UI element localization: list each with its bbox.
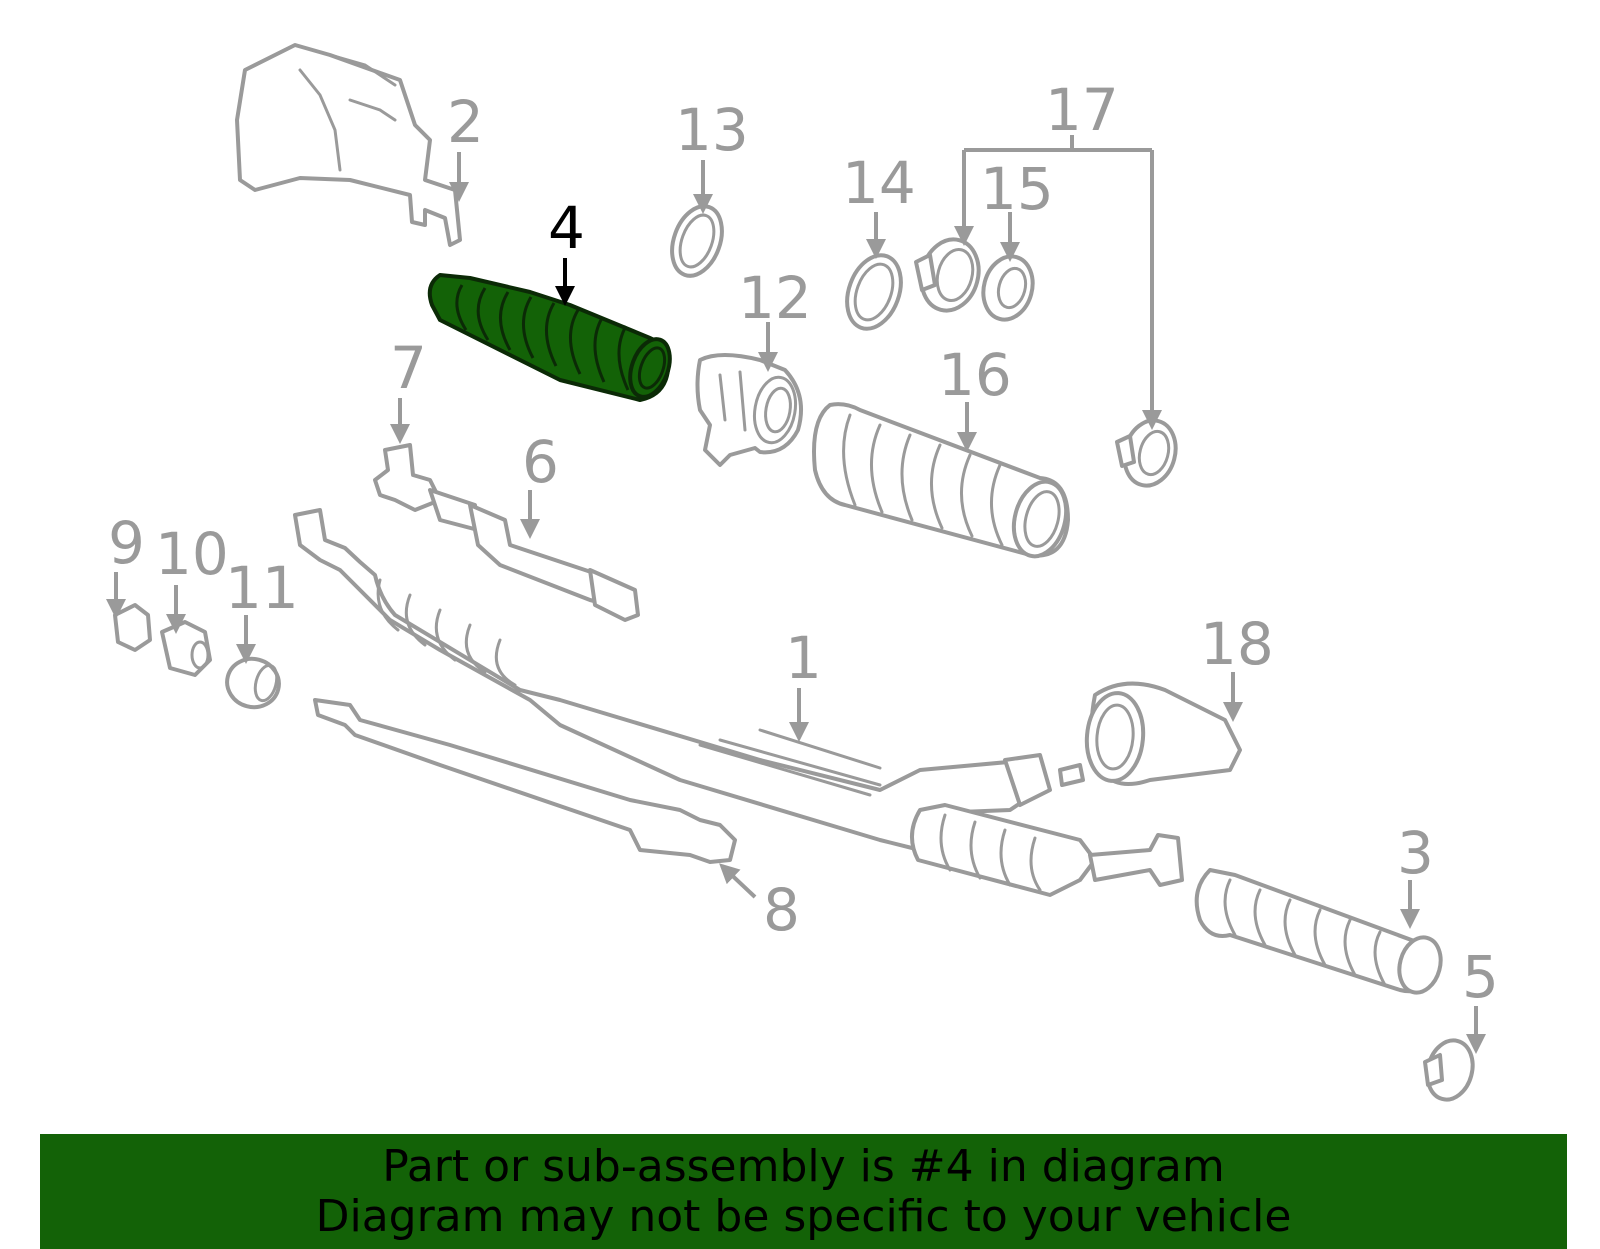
- part-12-rack-mount[interactable]: [695, 353, 803, 467]
- part-17-clamp-lower[interactable]: [1115, 415, 1183, 492]
- part-16-rack-boot[interactable]: [812, 402, 1074, 562]
- callout-2: 2: [447, 88, 484, 156]
- part-15-clamp[interactable]: [977, 251, 1040, 325]
- callout-labels: 2 4 13 14 15 17 12 16 7 6 9 10 11 1 18 8…: [108, 76, 1499, 1011]
- callout-4: 4: [548, 194, 585, 262]
- part-10-nut[interactable]: [160, 620, 212, 677]
- part-11-bushing[interactable]: [222, 653, 285, 713]
- part-5-clamp[interactable]: [1421, 1035, 1479, 1104]
- part-2-heat-shield[interactable]: [235, 43, 462, 247]
- callout-16: 16: [938, 341, 1012, 409]
- callout-3: 3: [1397, 819, 1434, 887]
- part-18-dust-boot[interactable]: [1083, 681, 1242, 786]
- callout-8: 8: [763, 876, 800, 944]
- callout-18: 18: [1200, 610, 1274, 678]
- callout-6: 6: [522, 428, 559, 496]
- callout-9: 9: [108, 509, 145, 577]
- part-4-rack-boot-highlighted[interactable]: [427, 273, 677, 402]
- callout-14: 14: [842, 149, 916, 217]
- callout-13: 13: [675, 96, 749, 164]
- part-8-tie-rod-end[interactable]: [313, 698, 737, 864]
- part-info-banner: Part or sub-assembly is #4 in diagram Di…: [40, 1134, 1567, 1249]
- leader-lines: [106, 135, 1486, 1054]
- callout-17: 17: [1045, 76, 1119, 144]
- part-1-steering-rack-assembly[interactable]: [293, 508, 1184, 897]
- leader-17-bracket: [962, 135, 1154, 426]
- callout-7: 7: [390, 334, 427, 402]
- part-13-o-ring[interactable]: [663, 199, 731, 282]
- callout-10: 10: [155, 520, 229, 588]
- part-7-tie-rod-end[interactable]: [373, 443, 480, 532]
- part-3-rack-boot[interactable]: [1194, 868, 1447, 997]
- callout-15: 15: [980, 155, 1054, 223]
- callout-12: 12: [738, 264, 812, 332]
- leader-8: [719, 863, 757, 899]
- callout-11: 11: [225, 554, 299, 622]
- part-17-clamp[interactable]: [914, 233, 987, 317]
- part-9-nut[interactable]: [113, 603, 152, 652]
- banner-line-1: Part or sub-assembly is #4 in diagram: [382, 1141, 1225, 1192]
- callout-1: 1: [785, 624, 822, 692]
- part-6-tie-rod[interactable]: [468, 503, 640, 622]
- callout-5: 5: [1462, 943, 1499, 1011]
- banner-line-2: Diagram may not be specific to your vehi…: [315, 1191, 1292, 1242]
- part-14-o-ring[interactable]: [838, 248, 911, 337]
